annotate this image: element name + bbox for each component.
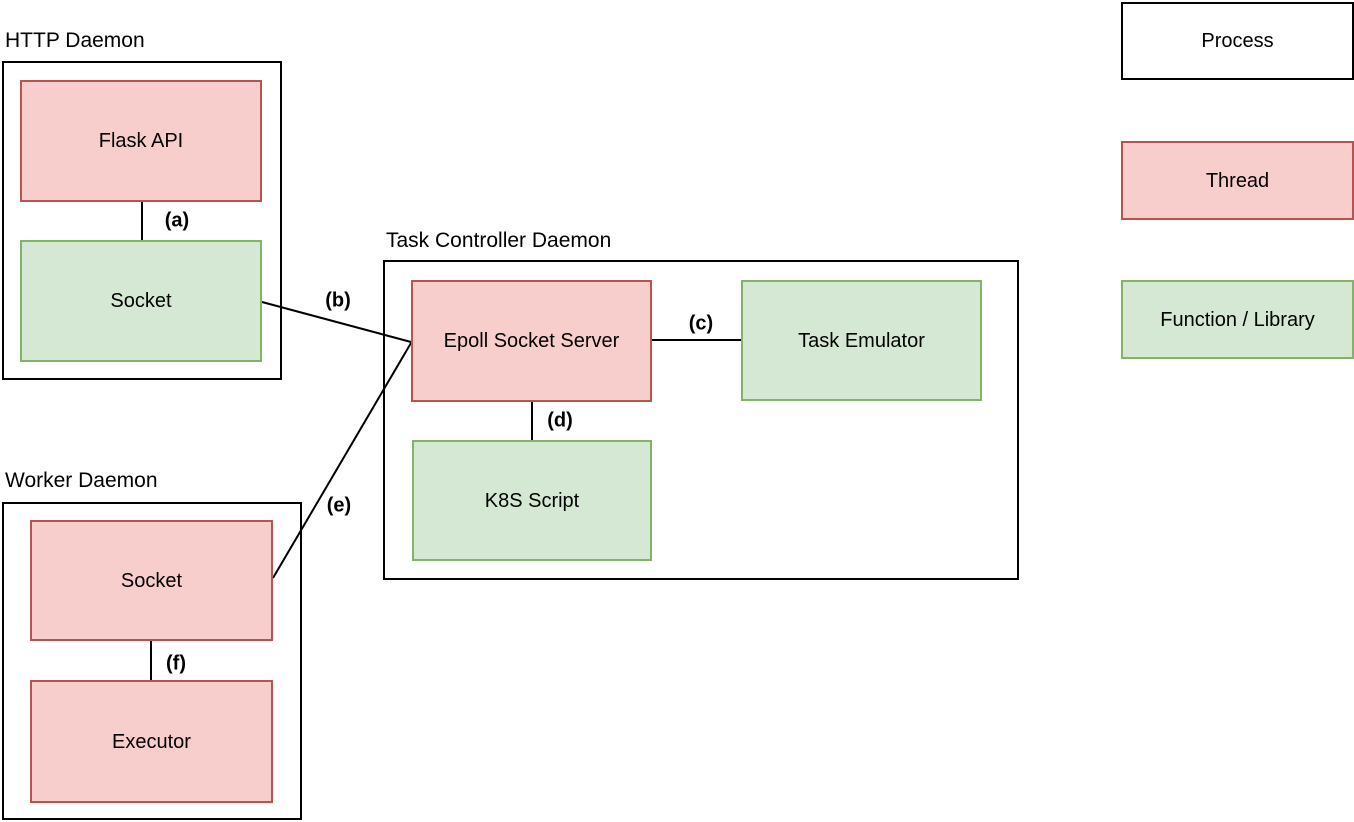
node-epoll-socket-server: Epoll Socket Server <box>411 280 652 402</box>
group-label-worker-daemon: Worker Daemon <box>5 469 158 492</box>
edge-e-label: (e) <box>326 494 352 517</box>
edge-f-label: (f) <box>166 652 186 675</box>
node-k8s-script: K8S Script <box>412 440 652 561</box>
legend-thread: Thread <box>1121 141 1354 220</box>
node-executor: Executor <box>30 680 273 803</box>
node-task-emulator: Task Emulator <box>741 280 982 401</box>
legend-function-library: Function / Library <box>1121 280 1354 359</box>
legend-thread-label: Thread <box>1205 169 1270 192</box>
edge-a-label: (a) <box>164 209 190 232</box>
legend-process: Process <box>1121 2 1354 80</box>
node-task-emulator-label: Task Emulator <box>798 329 925 352</box>
group-worker-daemon <box>2 502 302 820</box>
node-flask-api: Flask API <box>20 80 262 202</box>
node-http-socket-label: Socket <box>110 290 172 312</box>
edge-b-label: (b) <box>325 289 351 312</box>
node-flask-api-label: Flask API <box>98 130 184 152</box>
node-http-socket: Socket <box>20 240 262 362</box>
node-k8s-script-label: K8S Script <box>484 489 580 512</box>
legend-function-library-label: Function / Library <box>1160 308 1315 331</box>
node-worker-socket: Socket <box>30 520 273 641</box>
group-task-controller-daemon <box>383 260 1019 580</box>
group-label-http-daemon: HTTP Daemon <box>5 29 145 52</box>
node-worker-socket-label: Socket <box>120 569 183 592</box>
node-executor-label: Executor <box>112 730 191 753</box>
edge-d-label: (d) <box>547 409 573 432</box>
node-epoll-socket-server-label: Epoll Socket Server <box>443 330 620 352</box>
edge-c-label: (c) <box>688 312 714 335</box>
group-http-daemon <box>2 61 282 380</box>
legend-process-label: Process <box>1201 30 1274 52</box>
group-label-task-controller-daemon: Task Controller Daemon <box>386 229 612 252</box>
